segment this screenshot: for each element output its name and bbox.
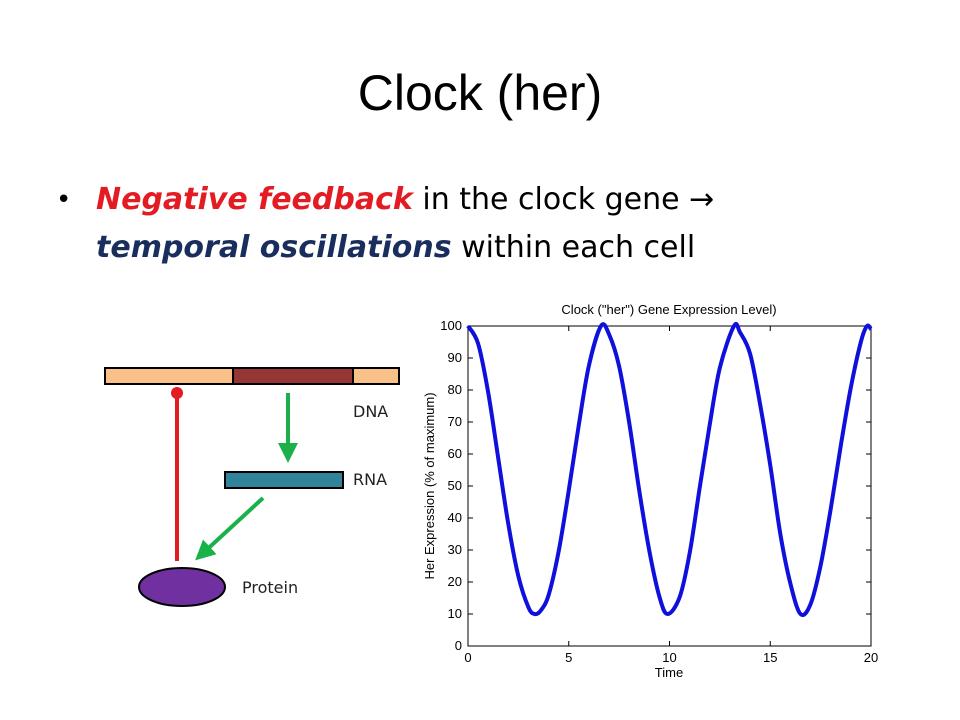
bullet-dot-icon: • bbox=[56, 185, 72, 215]
rna-bar bbox=[224, 471, 344, 489]
protein-label: Protein bbox=[242, 578, 298, 597]
y-tick-label: 40 bbox=[448, 510, 462, 525]
y-tick-label: 0 bbox=[455, 638, 462, 653]
series-line bbox=[466, 321, 873, 618]
y-tick-label: 20 bbox=[448, 574, 462, 589]
y-tick-label: 90 bbox=[448, 350, 462, 365]
x-tick-label: 20 bbox=[864, 650, 878, 665]
temporal-oscillations-text: temporal oscillations bbox=[96, 230, 452, 265]
y-tick-label: 60 bbox=[448, 446, 462, 461]
rna-label: RNA bbox=[353, 470, 387, 489]
x-tick-label: 15 bbox=[763, 650, 777, 665]
repression-endpoint bbox=[171, 387, 183, 399]
x-axis-label: Time bbox=[655, 665, 683, 680]
dna-flank-right bbox=[352, 367, 400, 385]
bullet-text: Negative feedback in the clock gene → tem… bbox=[96, 176, 926, 272]
chart-title: Clock ("her") Gene Expression Level) bbox=[561, 302, 776, 317]
dna-flank-left bbox=[104, 367, 234, 385]
expression-chart: Clock ("her") Gene Expression Level) 0 5 1… bbox=[422, 302, 878, 680]
y-tick-label: 30 bbox=[448, 542, 462, 557]
y-tick-label: 50 bbox=[448, 478, 462, 493]
y-tick-label: 10 bbox=[448, 606, 462, 621]
bullet-text-part: within each cell bbox=[451, 230, 696, 265]
y-tick-label: 80 bbox=[448, 382, 462, 397]
dna-label: DNA bbox=[353, 402, 388, 421]
y-axis-label: Her Expression (% of maximum) bbox=[422, 392, 437, 579]
gene-regulation-diagram: DNA RNA Protein bbox=[104, 367, 400, 607]
y-tick-label: 100 bbox=[440, 318, 462, 333]
axis-ticks: 0 5 10 15 20 0 10 20 30 40 50 60 70 80 90 100 bbox=[440, 318, 878, 665]
slide-title: Clock (her) bbox=[357, 65, 603, 121]
y-tick-label: 70 bbox=[448, 414, 462, 429]
negative-feedback-text: Negative feedback bbox=[96, 182, 413, 217]
x-tick-label: 10 bbox=[662, 650, 676, 665]
x-tick-label: 5 bbox=[565, 650, 572, 665]
plot-area bbox=[467, 325, 872, 647]
x-tick-label: 0 bbox=[464, 650, 471, 665]
protein-blob bbox=[138, 567, 226, 607]
bullet-text-part: in the clock gene bbox=[412, 182, 690, 217]
right-arrow-icon: → bbox=[689, 182, 715, 217]
translation-arrow bbox=[195, 496, 265, 561]
dna-gene-region bbox=[232, 367, 354, 385]
